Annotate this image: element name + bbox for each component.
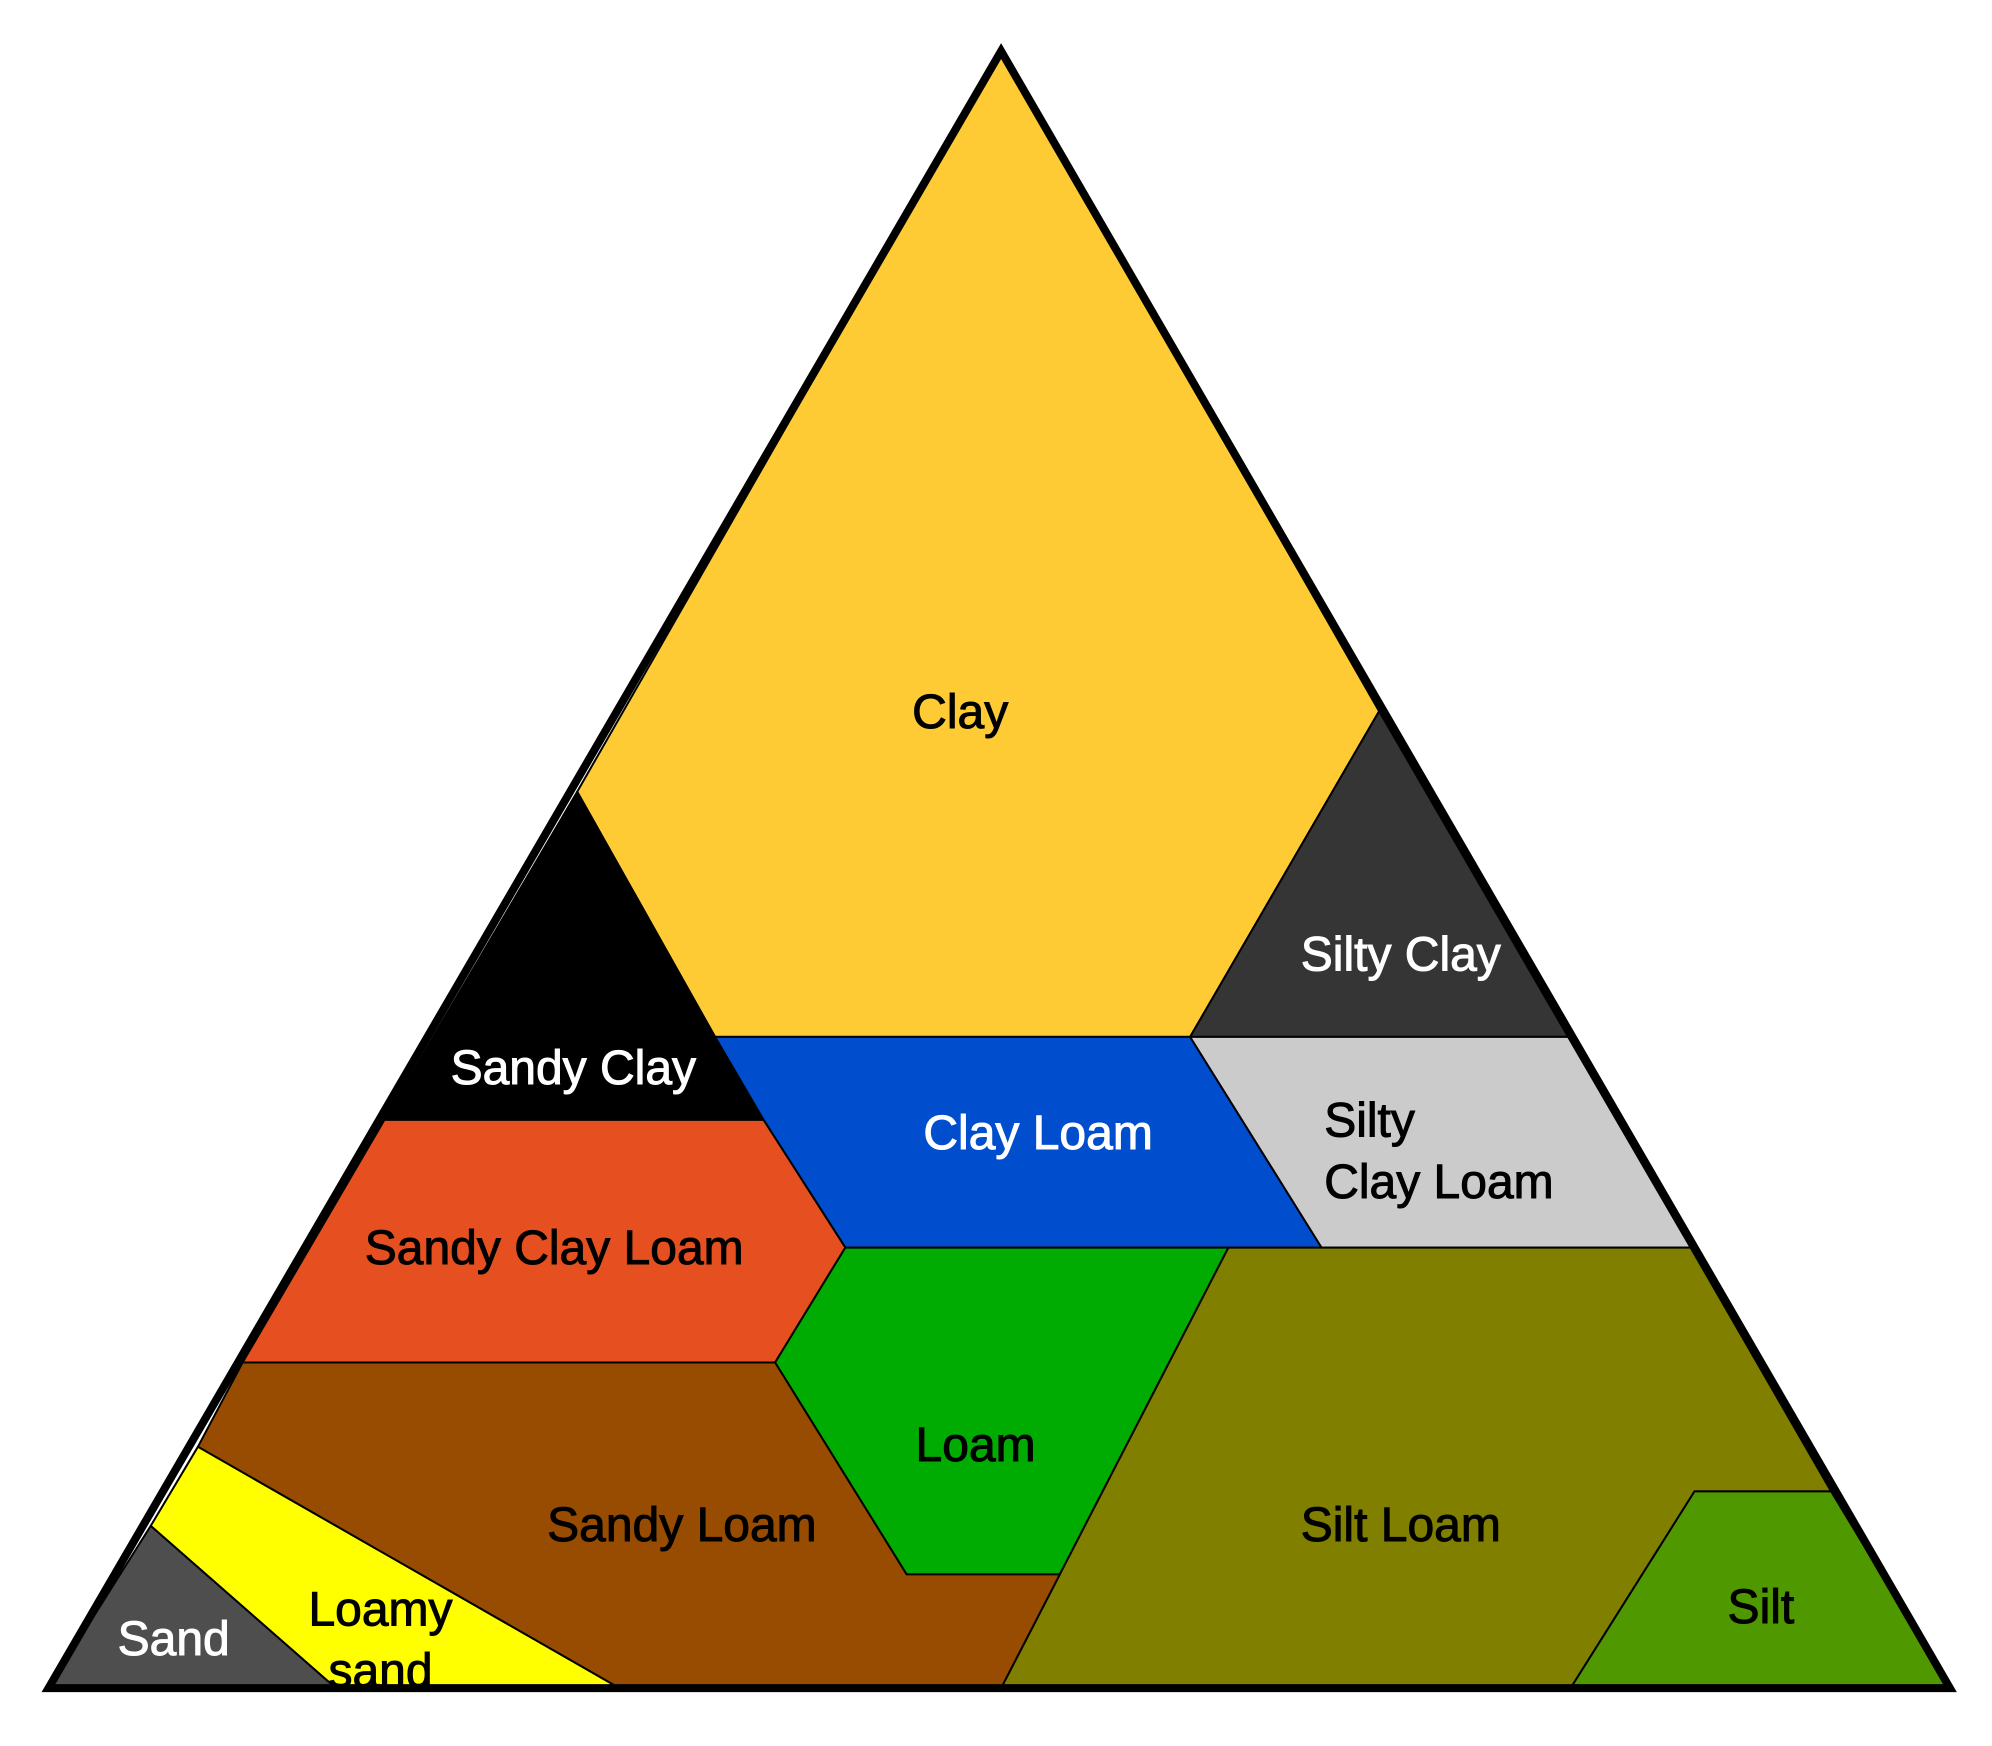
label-line: Sandy Clay (451, 1042, 696, 1095)
label-loam: Loam (916, 1419, 1036, 1472)
label-silty-clay: Silty Clay (1301, 929, 1501, 982)
label-line: Clay Loam (923, 1107, 1152, 1160)
label-line: sand (328, 1645, 432, 1698)
label-silt: Silt (1728, 1581, 1795, 1634)
label-loamy-sand: Loamy sand (308, 1584, 452, 1698)
label-line: Loam (916, 1419, 1036, 1472)
label-line: Sandy Clay Loam (365, 1222, 744, 1275)
label-line: Sand (118, 1613, 230, 1666)
label-line: Silty (1324, 1095, 1415, 1148)
region-clay (576, 50, 1381, 1038)
label-line: Sandy Loam (547, 1499, 817, 1552)
label-sandy-clay: Sandy Clay (451, 1042, 696, 1095)
label-clay: Clay (912, 686, 1008, 739)
label-line: Silty Clay (1301, 929, 1501, 982)
label-sandy-clay-loam: Sandy Clay Loam (365, 1222, 744, 1275)
label-clay-loam: Clay Loam (923, 1107, 1152, 1160)
label-line: Silt Loam (1301, 1499, 1501, 1552)
label-line: Clay (912, 686, 1008, 739)
triangle-outline (41, 43, 1957, 1693)
label-sand: Sand (118, 1613, 230, 1666)
label-line: Clay Loam (1324, 1156, 1553, 1209)
label-silt-loam: Silt Loam (1301, 1499, 1501, 1552)
label-line: Loamy (308, 1584, 452, 1637)
label-sandy-loam: Sandy Loam (547, 1499, 817, 1552)
label-line: Silt (1728, 1581, 1795, 1634)
